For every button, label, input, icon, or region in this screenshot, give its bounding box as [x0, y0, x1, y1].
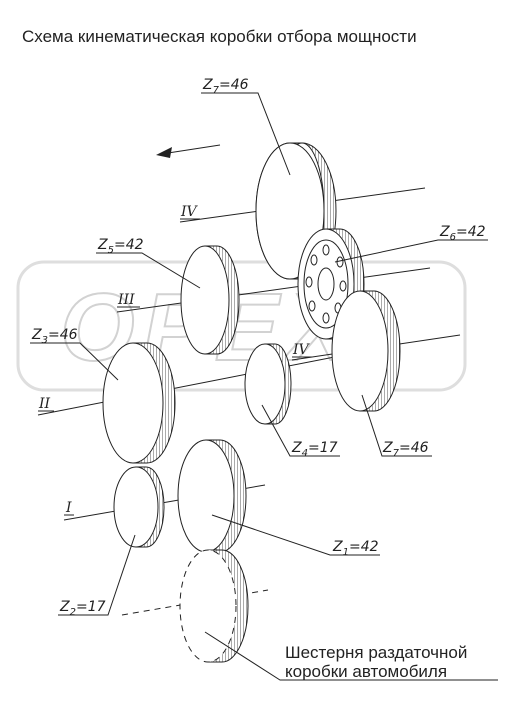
- shaft-label-ii: II: [38, 396, 54, 412]
- gear-transfer-case: [179, 549, 249, 663]
- label-z7-right: Z7=46: [382, 440, 429, 459]
- direction-arrow: [156, 144, 221, 158]
- shaft-ii-line: [37, 351, 361, 416]
- gear-z7-right: [331, 290, 401, 412]
- gear-z3: [102, 342, 176, 464]
- label-z2: Z2=17: [59, 599, 106, 618]
- diagram-title: Схема кинематическая коробки отбора мощн…: [22, 27, 417, 46]
- gear-z4: [244, 343, 292, 425]
- gear-z1: [177, 439, 247, 553]
- shaft-label-i: I: [64, 500, 74, 516]
- caption-line-2: коробки автомобиля: [285, 662, 447, 681]
- gear-z2: [113, 466, 165, 548]
- label-z1: Z1=42: [332, 539, 379, 558]
- svg-text:I: I: [65, 500, 72, 516]
- shaft-label-iv-upper: IV: [180, 204, 200, 220]
- shaft-iii-line: [116, 267, 431, 313]
- label-z3: Z3=46: [31, 327, 78, 346]
- label-z5: Z5=42: [97, 237, 144, 256]
- gear-z6-holes: [305, 244, 347, 324]
- svg-text:III: III: [117, 292, 135, 308]
- svg-text:II: II: [38, 396, 51, 412]
- label-z7-top: Z7=46: [202, 77, 249, 96]
- shaft-label-iv-lower: IV: [292, 342, 312, 358]
- leader-lines: [30, 92, 498, 681]
- svg-text:IV: IV: [180, 204, 199, 220]
- label-z6: Z6=42: [439, 224, 486, 243]
- shaft-label-iii: III: [117, 292, 140, 308]
- caption-line-1: Шестерня раздаточной: [285, 643, 467, 662]
- svg-text:IV: IV: [292, 342, 311, 358]
- label-z4: Z4=17: [291, 440, 338, 459]
- gear-z5: [180, 245, 240, 355]
